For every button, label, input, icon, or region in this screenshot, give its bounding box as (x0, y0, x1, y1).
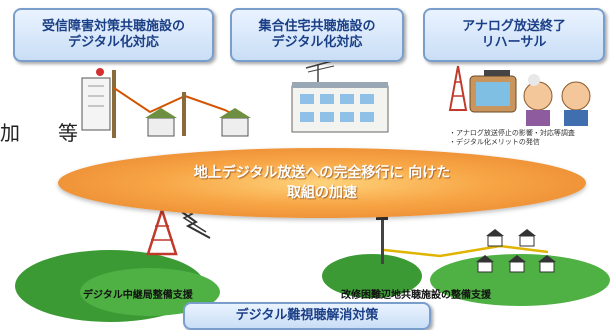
distribution-cable-icon (383, 244, 549, 258)
center-text-line1: 地上デジタル放送への完全移行に 向けた (193, 165, 451, 181)
rehearsal-note: ・アナログ放送停止の影響・対応等調査 (449, 129, 575, 137)
elderly-people-icon (523, 74, 591, 126)
panel-analog-rehearsal: アナログ放送終了 リハーサル (423, 8, 605, 62)
television-icon (469, 70, 517, 113)
apartment-building-icon (291, 59, 389, 133)
broadcast-tower-icon (448, 65, 468, 111)
caption-remote-community: 改修困難辺地共聴施設の整備支援 (341, 290, 491, 301)
hills-right-icon (322, 254, 610, 306)
center-goal-ellipse: 地上デジタル放送への完全移行に 向けた 取組の加速 (58, 148, 586, 218)
panel-title-line2: リハーサル (481, 35, 547, 50)
caption-relay-station: デジタル中継局整備支援 (83, 290, 193, 301)
side-char-left: 加 (0, 121, 20, 145)
relay-tower-icon (146, 205, 178, 256)
bottom-label: デジタル難視聴解消対策 (235, 308, 379, 323)
panel-title-line1: アナログ放送終了 (462, 19, 566, 34)
panel-apartment: 集合住宅共聴施設の デジタル化対応 (230, 8, 404, 62)
center-text-line2: 取組の加速 (287, 185, 357, 201)
panel-reception-interference: 受信障害対策共聴施設の デジタル化対応 (13, 8, 214, 62)
panel-title-line1: 集合住宅共聴施設の (258, 19, 376, 34)
utility-pole-building-icon (81, 68, 116, 138)
panel-title-line2: デジタル化対応 (68, 35, 159, 50)
panel-title-line2: デジタル化対応 (271, 35, 363, 50)
remote-houses-icon (476, 229, 556, 273)
rehearsal-note: ・デジタル化メリットの発信 (449, 138, 540, 146)
side-char-right: 等 (58, 121, 78, 145)
panel-reception-measures: デジタル難視聴解消対策 (183, 302, 431, 330)
panel-title-line1: 受信障害対策共聴施設の (41, 19, 185, 34)
house-icon (145, 92, 251, 137)
